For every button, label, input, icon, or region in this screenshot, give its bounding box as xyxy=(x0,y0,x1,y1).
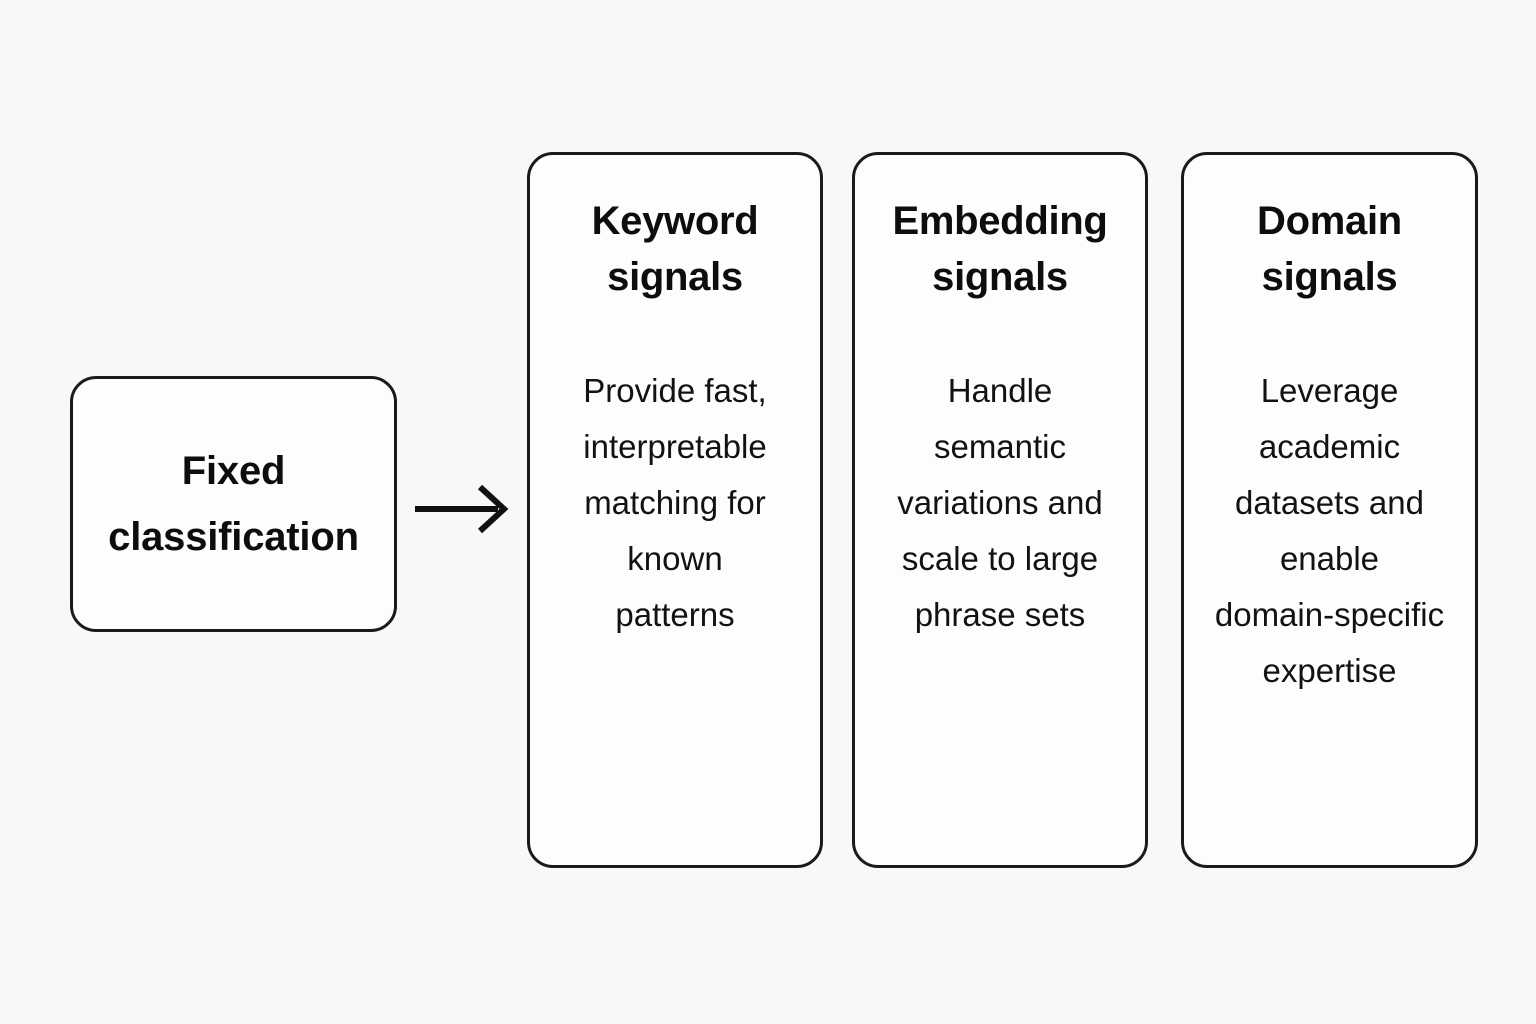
card-embedding-signals-body: Handle semantic variations and scale to … xyxy=(897,372,1103,633)
card-keyword-signals[interactable]: Keyword signals Provide fast, interpreta… xyxy=(527,152,823,868)
arrow-right-icon xyxy=(415,484,509,534)
card-keyword-signals-title: Keyword signals xyxy=(591,199,759,299)
card-embedding-signals[interactable]: Embedding signals Handle semantic variat… xyxy=(852,152,1148,868)
card-domain-signals-title: Domain signals xyxy=(1257,199,1402,299)
card-domain-signals[interactable]: Domain signals Leverage academic dataset… xyxy=(1181,152,1478,868)
node-fixed-classification-label: Fixed classification xyxy=(108,449,359,559)
card-domain-signals-body: Leverage academic datasets and enable do… xyxy=(1214,372,1445,689)
card-keyword-signals-body: Provide fast, interpretable matching for… xyxy=(583,372,767,633)
card-embedding-signals-title: Embedding signals xyxy=(892,199,1108,299)
node-fixed-classification[interactable]: Fixed classification xyxy=(70,376,397,632)
